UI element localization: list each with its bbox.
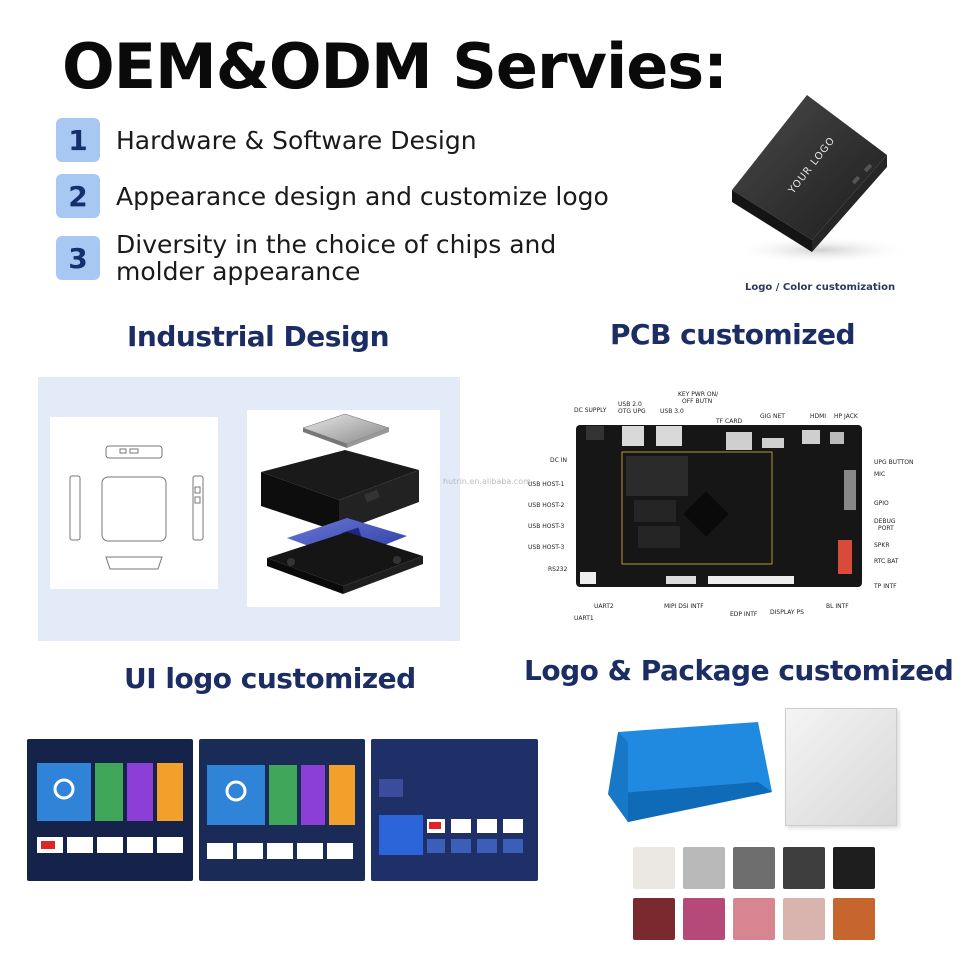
color-swatch	[683, 898, 725, 940]
pcb-label: GIG NET	[760, 413, 785, 420]
pcb-label: DC SUPPLY	[574, 407, 607, 414]
pcb-label: USB HOST-3	[528, 523, 565, 530]
tv-box-product-image: YOUR LOGO	[712, 80, 912, 280]
service-number-badge: 2	[56, 174, 100, 218]
pcb-label: PORT	[878, 525, 894, 532]
pcb-label: HDMI	[810, 413, 826, 420]
line-drawing-card	[50, 417, 218, 589]
service-number-badge: 3	[56, 236, 100, 280]
color-swatch	[783, 898, 825, 940]
pcb-label: USB 2.0	[618, 401, 642, 408]
exploded-view-image	[261, 413, 423, 594]
pcb-label: GPIO	[874, 500, 889, 507]
line-drawing-views	[69, 445, 204, 570]
pcb-label: EDP INTF	[730, 611, 758, 618]
pcb-label: MIPI DSI INTF	[664, 603, 704, 610]
ui-screen-2	[199, 739, 365, 881]
pcb-label: USB HOST-1	[528, 481, 565, 488]
service-number-badge: 1	[56, 118, 100, 162]
color-swatch	[633, 847, 675, 889]
blue-package-box	[608, 722, 772, 822]
pcb-label: UPG BUTTON	[874, 459, 914, 466]
pcb-label: UART2	[594, 603, 614, 610]
section-title-industrial: Industrial Design	[127, 320, 390, 353]
pcb-label: DC IN	[550, 457, 567, 464]
ui-screen-1	[27, 739, 193, 881]
color-swatch	[733, 847, 775, 889]
ui-screen-3	[371, 739, 538, 881]
pcb-label: DEBUG	[874, 518, 896, 525]
service-item-1: 1 Hardware & Software Design	[56, 118, 477, 162]
pcb-label: MIC	[874, 471, 885, 478]
pcb-label: TF CARD	[715, 418, 742, 425]
product-caption: Logo / Color customization	[745, 282, 896, 293]
pcb-label: TP INTF	[873, 583, 897, 590]
color-swatch	[733, 898, 775, 940]
service-text: Diversity in the choice of chips and mol…	[116, 230, 557, 286]
pcb-label: USB HOST-3	[528, 544, 565, 551]
pcb-label: DISPLAY PS	[770, 609, 804, 616]
color-swatch	[833, 847, 875, 889]
pcb-label: USB HOST-2	[528, 502, 565, 509]
pcb-label: RTC BAT	[874, 558, 899, 565]
exploded-view-card	[247, 410, 440, 607]
section-title-package: Logo & Package customized	[524, 654, 954, 687]
color-swatch	[783, 847, 825, 889]
pcb-label: USB 3.0	[660, 408, 684, 415]
pcb-label: HP JACK	[834, 413, 859, 420]
pcb-label: OTG UPG	[618, 408, 646, 415]
color-swatch	[833, 898, 875, 940]
industrial-design-panel	[38, 377, 460, 641]
service-item-3: 3 Diversity in the choice of chips and m…	[56, 231, 596, 285]
white-package-box	[785, 708, 897, 826]
watermark-text: hutrin.en.alibaba.com	[443, 477, 531, 486]
color-swatch	[683, 847, 725, 889]
pcb-label: RS232	[548, 566, 568, 573]
section-title-ui: UI logo customized	[124, 662, 416, 695]
section-title-pcb: PCB customized	[610, 318, 856, 351]
pcb-label: OFF BUTN	[682, 398, 712, 405]
service-item-2: 2 Appearance design and customize logo	[56, 174, 609, 218]
pcb-label: SPKR	[874, 542, 890, 549]
service-text: Hardware & Software Design	[116, 125, 477, 155]
pcb-label: UART1	[574, 615, 594, 622]
pcb-label: KEY PWR ON/	[678, 391, 719, 398]
page-title: OEM&ODM Servies:	[62, 30, 728, 103]
pcb-label: BL INTF	[826, 603, 849, 610]
color-swatch	[633, 898, 675, 940]
pcb-board-image: DC SUPPLY USB 2.0 OTG UPG USB 3.0 KEY PW…	[526, 390, 926, 625]
service-text: Appearance design and customize logo	[116, 181, 609, 211]
